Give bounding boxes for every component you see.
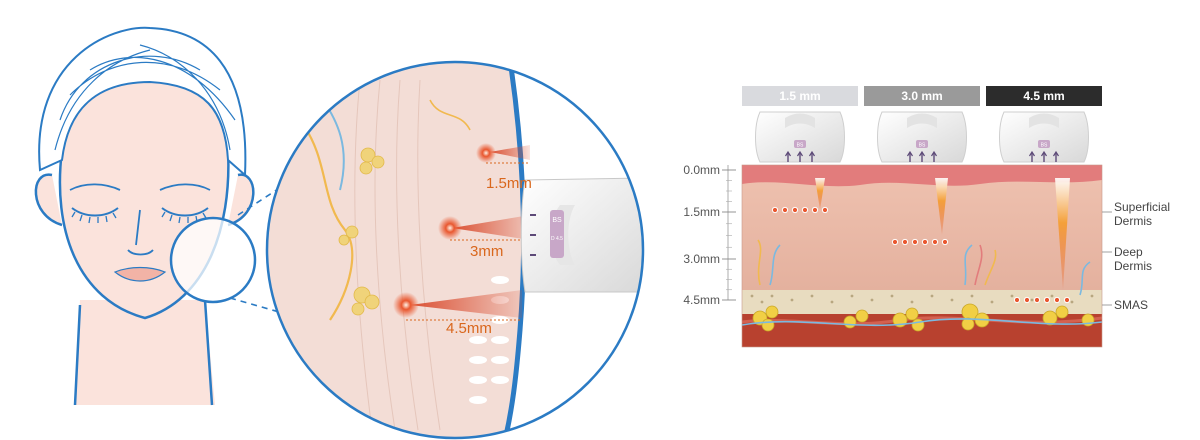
face-illustration	[34, 26, 257, 406]
label-superficial-line2: Dermis	[1114, 214, 1152, 228]
cartridge-tab-3.0mm	[864, 86, 980, 106]
depth-label-0.0mm: 0.0mm	[683, 163, 720, 177]
cartridge-head-3.0mm	[877, 111, 967, 163]
label-smas: SMAS	[1114, 298, 1148, 312]
cross-section-diagram: 1.5 mm 3.0 mm 4.5 mm BS BS BS	[683, 86, 1170, 348]
cartridge-tab-label-3.0mm: 3.0 mm	[901, 89, 942, 103]
cartridge-tab-label-4.5mm: 4.5 mm	[1023, 89, 1064, 103]
cartridge-tab-label-1.5mm: 1.5 mm	[779, 89, 820, 103]
zoom-circle-border	[265, 60, 645, 440]
label-deep-line1: Deep	[1114, 245, 1143, 259]
beam-1.5mm	[476, 143, 530, 163]
cartridge-head-1.5mm	[755, 111, 845, 163]
tcp-dots-4.5mm	[1013, 296, 1071, 304]
depth-label-1.5mm: 1.5mm	[683, 205, 720, 219]
label-superficial-line1: Superficial	[1114, 200, 1170, 214]
callout-label-4.5mm: 4.5mm	[446, 320, 492, 337]
cartridge-callout-depth-text: D 4.5	[551, 236, 563, 242]
cartridge-callout-badge: BS	[552, 217, 562, 224]
cartridge-callout: BS D 4.5	[520, 177, 643, 293]
focal-cone-1.5mm	[815, 178, 825, 210]
cartridge-head-4.5mm	[999, 111, 1089, 163]
zoom-callout: BS D 4.5 1.5mm 3mm 4.5mm	[265, 60, 645, 440]
beam-4.5mm	[393, 290, 522, 318]
cartridge-tab-1.5mm	[742, 86, 858, 106]
tcp-dots-1.5mm	[771, 206, 829, 214]
tcp-dots-3.0mm	[891, 238, 949, 246]
layer-labels: Superficial Dermis Deep Dermis SMAS	[1102, 200, 1170, 312]
cartridge-head-badge-1.5mm: BS	[797, 143, 804, 149]
focal-cone-3.0mm	[935, 178, 948, 235]
label-deep-line2: Dermis	[1114, 259, 1152, 273]
focal-cone-4.5mm	[1055, 178, 1070, 290]
callout-label-1.5mm: 1.5mm	[486, 175, 532, 192]
cartridge-head-badge-3.0mm: BS	[919, 143, 926, 149]
callout-label-3mm: 3mm	[470, 243, 503, 260]
depth-label-3.0mm: 3.0mm	[683, 252, 720, 266]
cartridge-tab-4.5mm	[986, 86, 1102, 106]
beam-3mm	[438, 215, 530, 240]
cartridge-tabs: 1.5 mm 3.0 mm 4.5 mm	[742, 86, 1102, 106]
depth-label-4.5mm: 4.5mm	[683, 293, 720, 307]
cartridge-head-badge-4.5mm: BS	[1041, 143, 1048, 149]
cartridge-heads: BS BS BS	[755, 111, 1089, 163]
depth-axis: 0.0mm 1.5mm 3.0mm 4.5mm	[683, 163, 736, 307]
